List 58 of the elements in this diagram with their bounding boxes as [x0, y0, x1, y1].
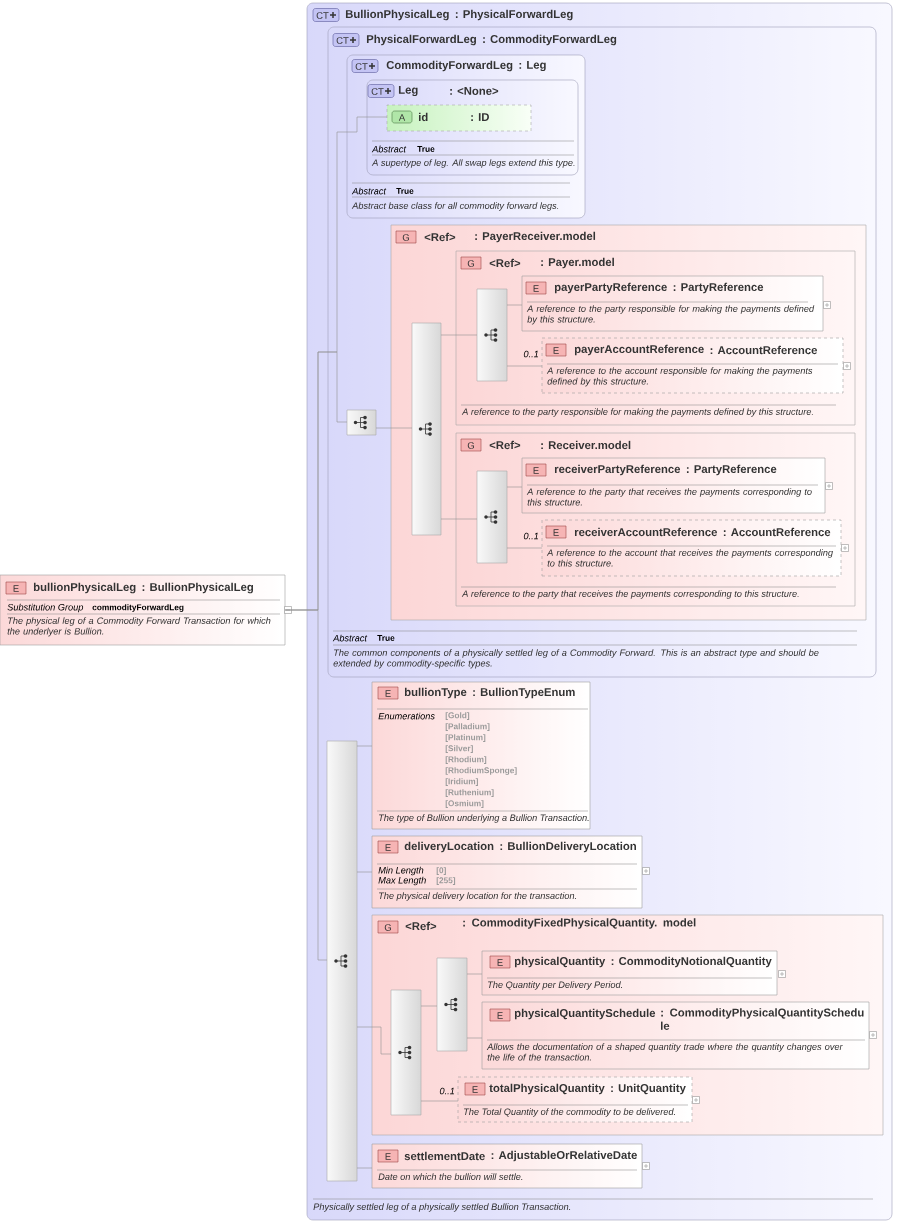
connector-line — [420, 1100, 459, 1102]
type-badge: E — [545, 525, 567, 539]
sequence-compositor — [436, 957, 468, 1052]
sequence-compositor — [476, 288, 508, 382]
element-box: E bullionType : BullionTypeEnum Enumerations [Gold] [Palladium] [Platinum] [Silver] [Rhodium] [RhodiumSponge] [Iridium] [Ruthenium] [Osmium] The type of Bullion underlying a Bullion Transaction. — [371, 681, 591, 830]
type-badge: E — [489, 955, 511, 969]
type-badge: G — [377, 920, 399, 934]
type-badge: CT — [312, 8, 340, 22]
sequence-compositor — [326, 740, 358, 1182]
element-box: E receiverAccountReference : AccountReference A reference to the account that receives the payments corresponding to this structure. — [541, 519, 842, 577]
type-badge: E — [525, 281, 547, 295]
element-box: E physicalQuantity : CommodityNotionalQuantity The Quantity per Delivery Period. — [481, 950, 778, 996]
connector-line — [356, 1167, 373, 1169]
connector-line — [506, 547, 543, 549]
occurrence-label: 0..1 — [523, 532, 539, 540]
attribute-box: A id : ID — [386, 104, 532, 132]
sequence-compositor — [346, 409, 377, 436]
connector-line — [506, 304, 523, 306]
type-badge: E — [464, 1082, 486, 1096]
type-badge: G — [460, 438, 482, 452]
type-badge: CT — [351, 59, 379, 73]
type-badge: G — [460, 256, 482, 270]
occurrence-label: 0..1 — [439, 1087, 455, 1095]
type-badge: E — [489, 1008, 511, 1022]
type-badge: CT — [332, 33, 360, 47]
type-badge: A — [391, 110, 413, 124]
connector-line — [466, 1037, 483, 1039]
connector-line — [506, 486, 523, 488]
type-badge: E — [545, 343, 567, 357]
element-box: E receiverPartyReference : PartyReference A reference to the party that receives the payments corresponding to this structure. — [521, 457, 826, 514]
occurrence-label: 0..1 — [523, 350, 539, 358]
connector-line — [356, 745, 373, 747]
connector-line — [506, 365, 543, 367]
type-badge: CT — [367, 84, 395, 98]
element-box: E payerPartyReference : PartyReference A reference to the party responsible for making the payments defined by this structure. — [521, 275, 824, 332]
sequence-compositor — [411, 322, 442, 536]
type-badge: E — [525, 463, 547, 477]
type-badge: E — [377, 840, 399, 854]
type-badge: E — [5, 581, 27, 595]
type-badge: E — [377, 1149, 399, 1163]
type-badge: E — [377, 686, 399, 700]
connector-line — [440, 334, 478, 336]
element-box: E deliveryLocation : BullionDeliveryLocation Min Length [0] Max Length [255] The physical delivery location for the transaction. — [371, 835, 643, 909]
connector-line — [440, 518, 478, 520]
connector-line — [466, 973, 483, 975]
element-box: E physicalQuantitySchedule : CommodityPhysicalQuantitySchedu le Allows the documentation of a shaped quantity trade where the quantity changes over the life of the transaction. — [481, 1001, 870, 1070]
sequence-compositor — [476, 470, 508, 564]
connector-line — [356, 1026, 392, 1055]
sequence-compositor — [390, 989, 422, 1116]
connector-line — [356, 871, 373, 873]
element-box: E settlementDate : AdjustableOrRelativeDate Date on which the bullion will settle. — [371, 1143, 643, 1189]
connector-line — [420, 1005, 438, 1007]
type-badge: G — [395, 230, 417, 244]
element-box: E bullionPhysicalLeg : BullionPhysicalLeg Substitution Group commodityForwardLeg The physical leg of a Commodity Forward Transaction for which the underlyer is Bullion. — [0, 574, 286, 646]
connector-line — [284, 609, 328, 961]
element-box: E payerAccountReference : AccountReference A reference to the account responsible for making the payments defined by this structure. — [541, 337, 844, 394]
element-box: E totalPhysicalQuantity : UnitQuantity The Total Quantity of the commodity to be delivered. — [457, 1076, 693, 1123]
connector-line — [375, 427, 413, 429]
